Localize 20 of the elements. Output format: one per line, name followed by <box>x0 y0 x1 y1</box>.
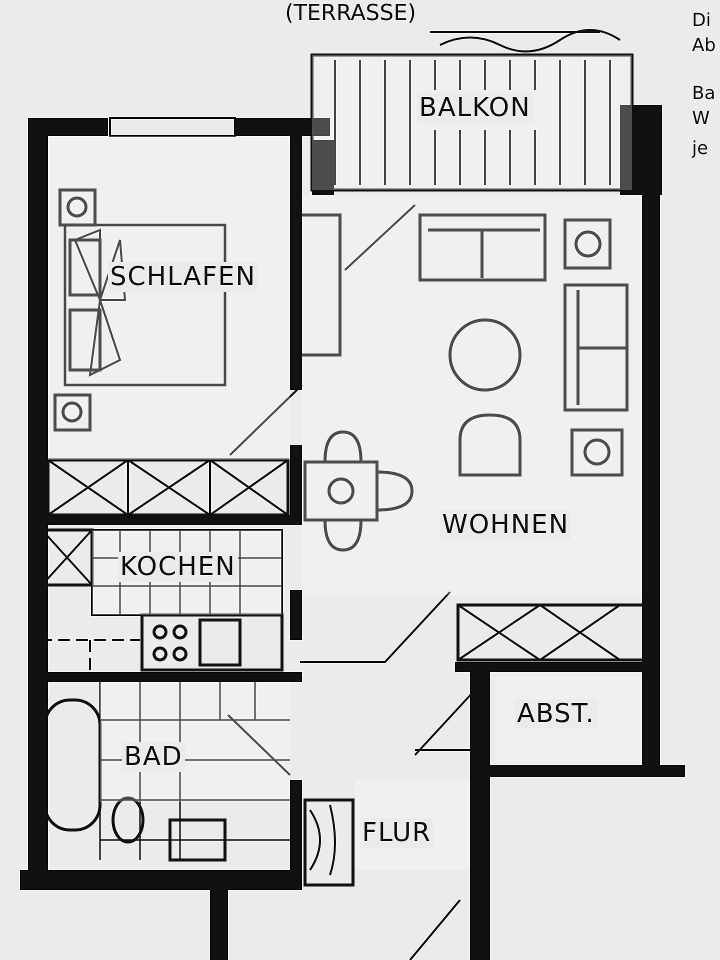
room-label: WOHNEN <box>440 510 572 540</box>
note-text: Ba <box>692 83 716 104</box>
room-area <box>355 780 470 870</box>
note-text: Ab <box>692 35 716 56</box>
room-label: ABST. <box>515 699 597 729</box>
note-text: je <box>692 138 708 159</box>
note-text: Di <box>692 10 711 31</box>
room-area <box>302 195 642 595</box>
room-label: BALKON <box>417 93 533 123</box>
room-label: FLUR <box>360 818 434 848</box>
room-area <box>92 530 282 615</box>
room-area <box>495 677 642 762</box>
room-label: SCHLAFEN <box>108 262 258 292</box>
note-text: W <box>692 108 710 129</box>
room-area <box>312 55 632 190</box>
room-label: KOCHEN <box>118 552 238 582</box>
room-label: BAD <box>122 742 185 772</box>
room-area <box>48 136 290 460</box>
room-area <box>100 682 290 802</box>
area-label: (TERRASSE) <box>285 1 416 26</box>
